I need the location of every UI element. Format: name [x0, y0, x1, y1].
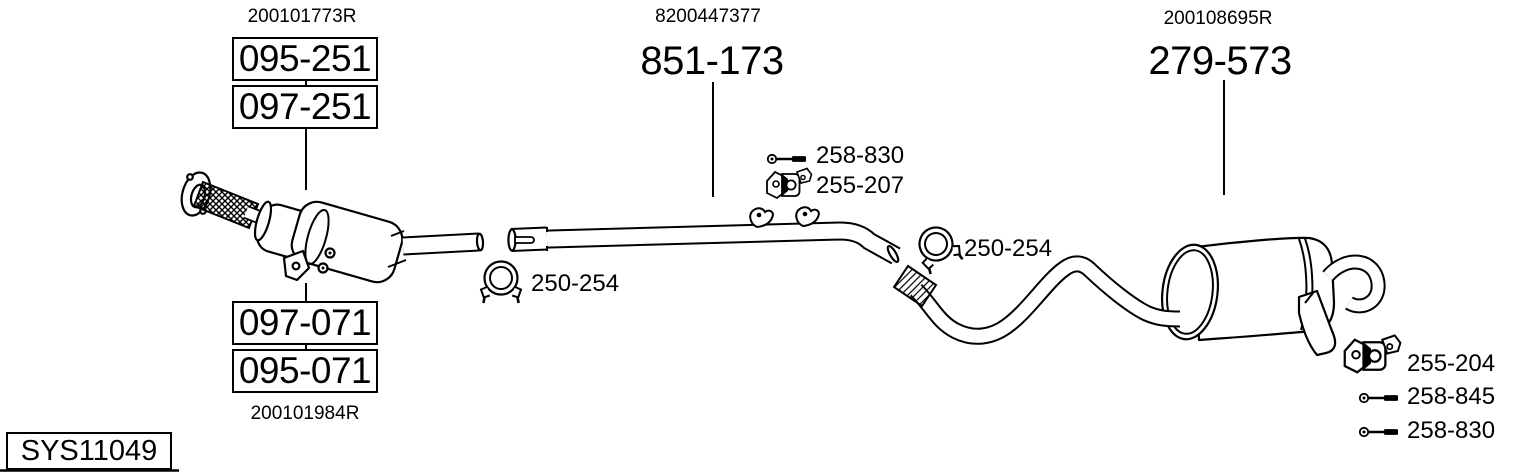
pipe-clamp-icon	[479, 260, 523, 305]
part-number-box[interactable]: 097-071	[232, 301, 378, 345]
oem-ref-front-upper: 200101773R	[247, 6, 357, 27]
callout-label-bolt[interactable]: 258-830	[816, 142, 905, 169]
oem-ref-rear: 200108695R	[1163, 8, 1273, 29]
part-number-rear-muffler[interactable]: 279-573	[1148, 39, 1292, 83]
catalytic-converter-body	[253, 200, 485, 284]
part-number-box[interactable]: 097-251	[232, 85, 378, 129]
rear-pipe-drawing	[892, 255, 1181, 345]
bolt-icon	[766, 153, 808, 165]
callout-label-clamp-right[interactable]: 250-254	[964, 235, 1053, 262]
oem-ref-center: 8200447377	[655, 6, 761, 27]
rubber-mount-icon	[766, 167, 813, 199]
callout-label-bolt-rear-1[interactable]: 258-845	[1407, 383, 1496, 410]
bolt-icon	[1358, 392, 1400, 404]
pipe-sleeve-hatched	[892, 264, 938, 308]
bolt-icon	[1358, 426, 1400, 438]
front-assembly-drawing	[180, 171, 485, 284]
callout-label-mount-rear[interactable]: 255-204	[1407, 350, 1496, 377]
part-number-box[interactable]: 095-071	[232, 349, 378, 393]
callout-label-mount[interactable]: 255-207	[816, 172, 905, 199]
part-number-center-pipe[interactable]: 851-173	[640, 39, 784, 83]
pipe-clamp-icon	[909, 219, 966, 277]
center-pipe-drawing	[507, 206, 901, 265]
tailpipe	[1322, 254, 1386, 314]
flex-braid-section	[192, 180, 260, 230]
callout-lines	[305, 80, 1225, 349]
rubber-mount-icon	[1343, 334, 1402, 374]
system-id-box: SYS11049	[6, 432, 172, 470]
muffler-bracket	[1297, 289, 1337, 357]
oem-ref-front-lower: 200101984R	[250, 403, 360, 424]
muffler-drawing	[1160, 236, 1386, 357]
callout-label-clamp-left[interactable]: 250-254	[531, 270, 620, 297]
part-number-box[interactable]: 095-251	[232, 37, 378, 81]
callout-label-bolt-rear-2[interactable]: 258-830	[1407, 417, 1496, 444]
